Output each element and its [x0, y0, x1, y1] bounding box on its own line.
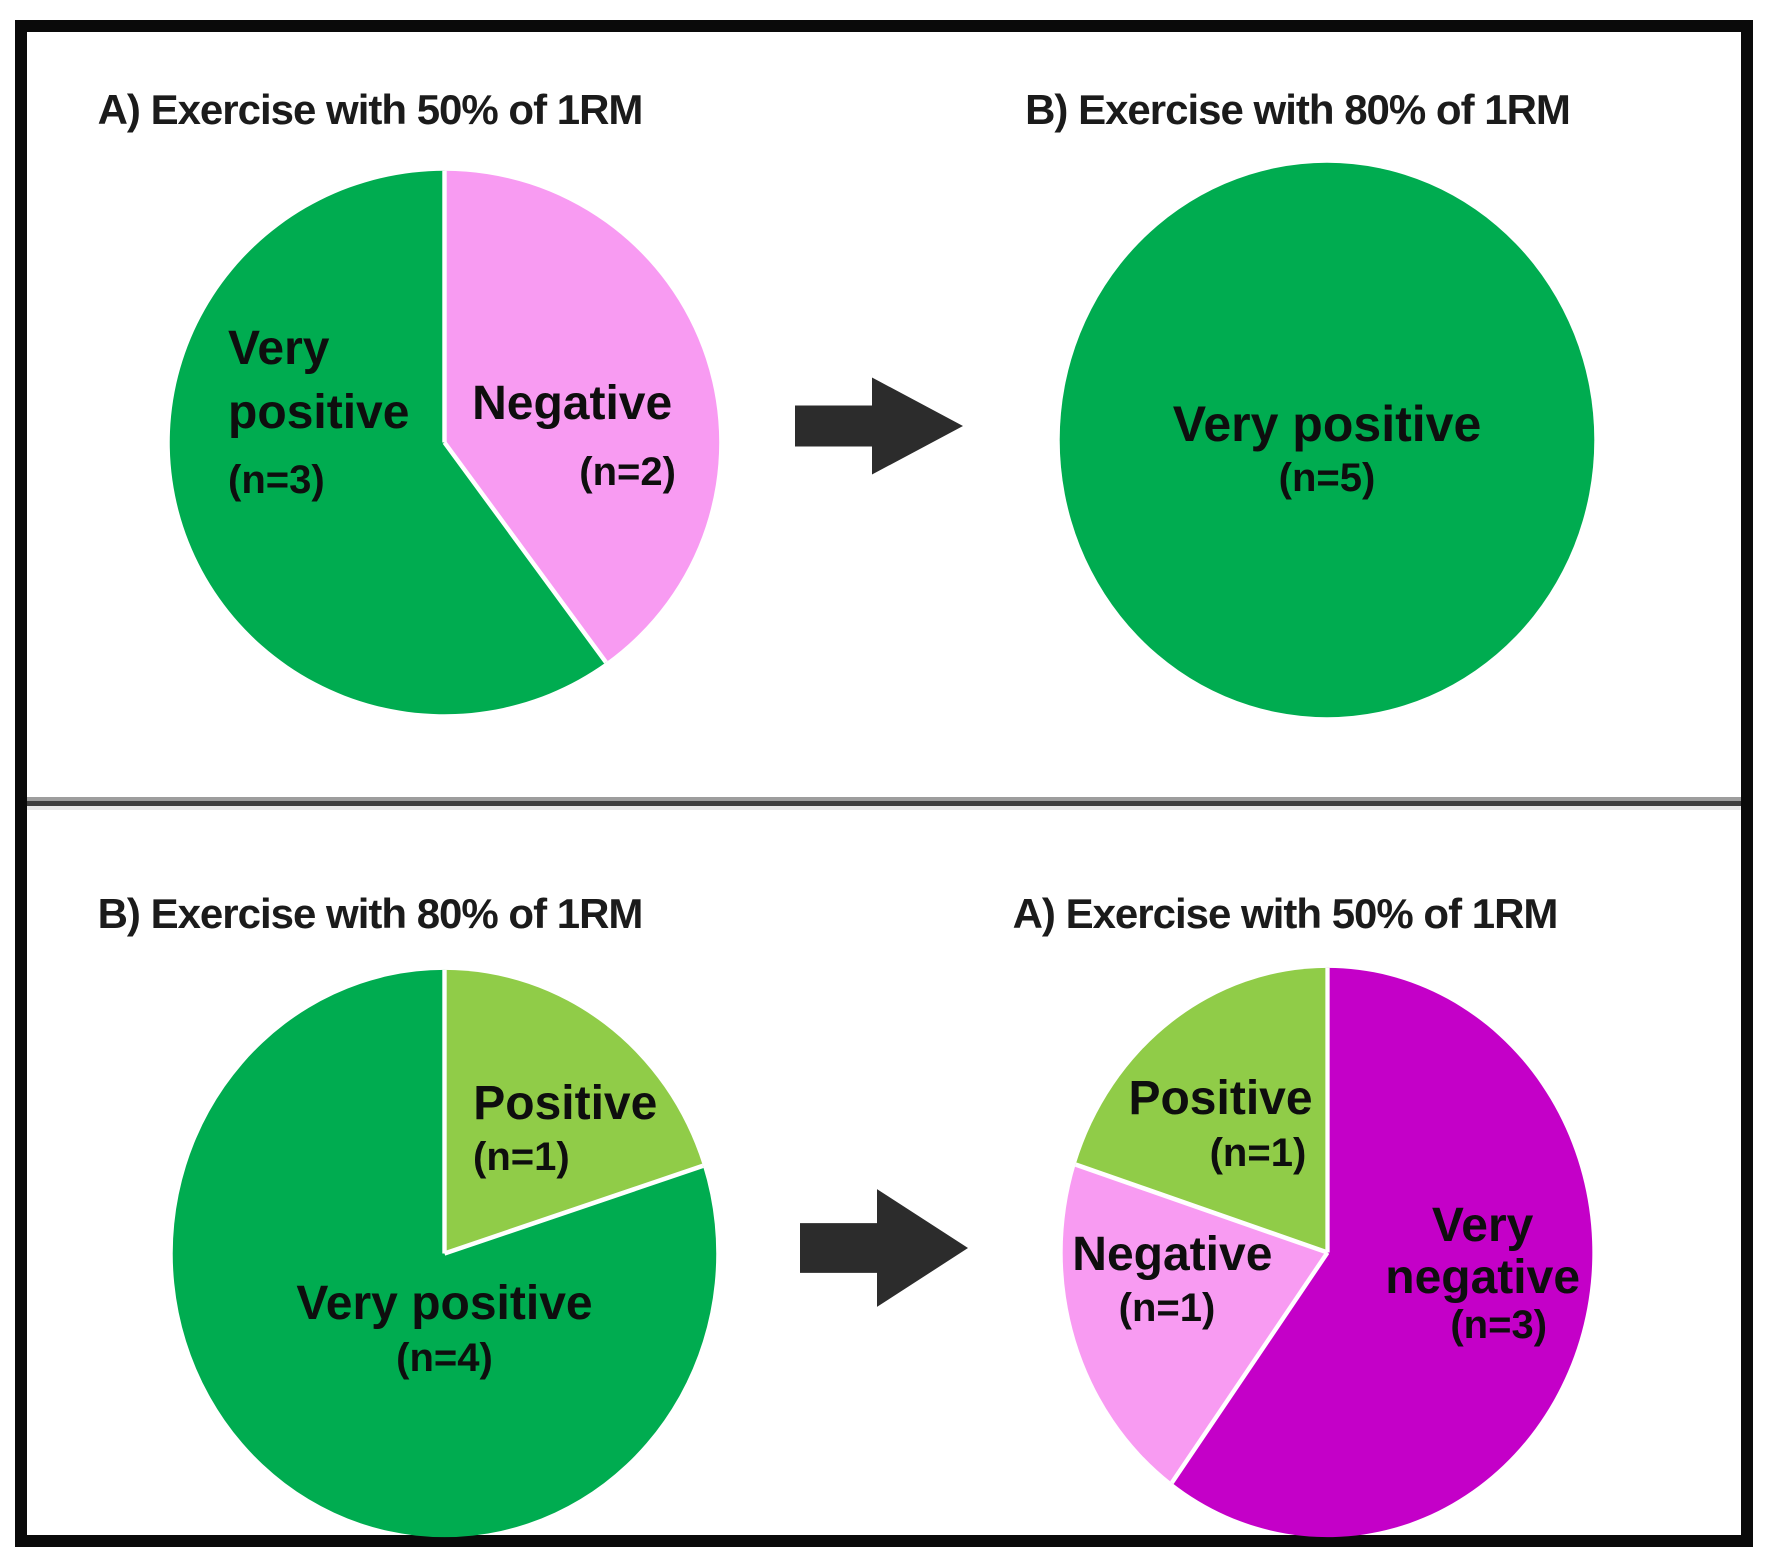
chart-title-bottom-left: B) Exercise with 80% of 1RM	[97, 890, 644, 937]
slice-label: Very	[1431, 1198, 1534, 1252]
slice-label: (n=2)	[579, 449, 676, 494]
chart-title-top-left: A) Exercise with 50% of 1RM	[97, 86, 644, 133]
pie-slice	[1062, 1164, 1328, 1483]
slice-label: Positive	[1128, 1072, 1313, 1126]
slice-label: (n=1)	[1118, 1286, 1216, 1330]
pie-slice	[444, 170, 720, 663]
figure-frame	[15, 20, 1753, 1547]
pie-chart-top-right: Very positive(n=5)	[1057, 160, 1597, 720]
slice-label: Positive	[473, 1076, 658, 1130]
slice-separator	[442, 441, 608, 664]
pie-chart-top-left: Very positive (n=3) Negative (n=2)	[167, 168, 722, 717]
slice-label: Very	[228, 322, 330, 376]
pie-chart-bottom-left: Positive (n=1) Very positive(n=4)	[170, 967, 719, 1540]
section-divider	[27, 797, 1741, 810]
arrow-right-icon	[795, 377, 963, 475]
chart-title-top-right: B) Exercise with 80% of 1RM	[1025, 86, 1571, 133]
slice-label: (n=3)	[1450, 1303, 1548, 1348]
slice-separator	[1170, 1251, 1330, 1485]
slice-label: Negative	[472, 377, 673, 431]
slice-label: Negative	[1072, 1227, 1273, 1281]
pie-labels-layer: Very positive (n=3) Negative (n=2)	[167, 168, 722, 717]
pie-svg	[1062, 967, 1593, 1538]
slice-separator	[1074, 1162, 1329, 1255]
pie-svg	[1059, 162, 1595, 718]
pie-labels-layer: Positive (n=1) Very positive(n=4)	[170, 967, 719, 1540]
slice-label: Very positive	[296, 1277, 593, 1331]
slice-label: (n=4)	[396, 1335, 493, 1380]
pie-svg	[169, 170, 720, 715]
slice-label: negative	[1385, 1250, 1581, 1304]
slice-label: (n=1)	[1209, 1130, 1307, 1175]
pie-slice	[1171, 967, 1593, 1538]
slice-label: (n=3)	[228, 457, 325, 502]
slice-label: (n=5)	[1278, 455, 1376, 500]
slice-label: (n=1)	[473, 1135, 570, 1180]
arrow-right-icon	[800, 1189, 968, 1307]
pie-slice	[169, 170, 606, 715]
pie-slice	[1059, 162, 1595, 718]
chart-title-bottom-right: A) Exercise with 50% of 1RM	[1012, 890, 1559, 937]
slice-label: Very positive	[1172, 396, 1482, 452]
pie-svg	[172, 969, 717, 1538]
slice-separator	[443, 1163, 704, 1256]
slice-label: positive	[228, 385, 410, 439]
pie-slice	[1075, 967, 1328, 1253]
pie-labels-layer: Very positive(n=5)	[1057, 160, 1597, 720]
pie-slice	[444, 969, 703, 1254]
